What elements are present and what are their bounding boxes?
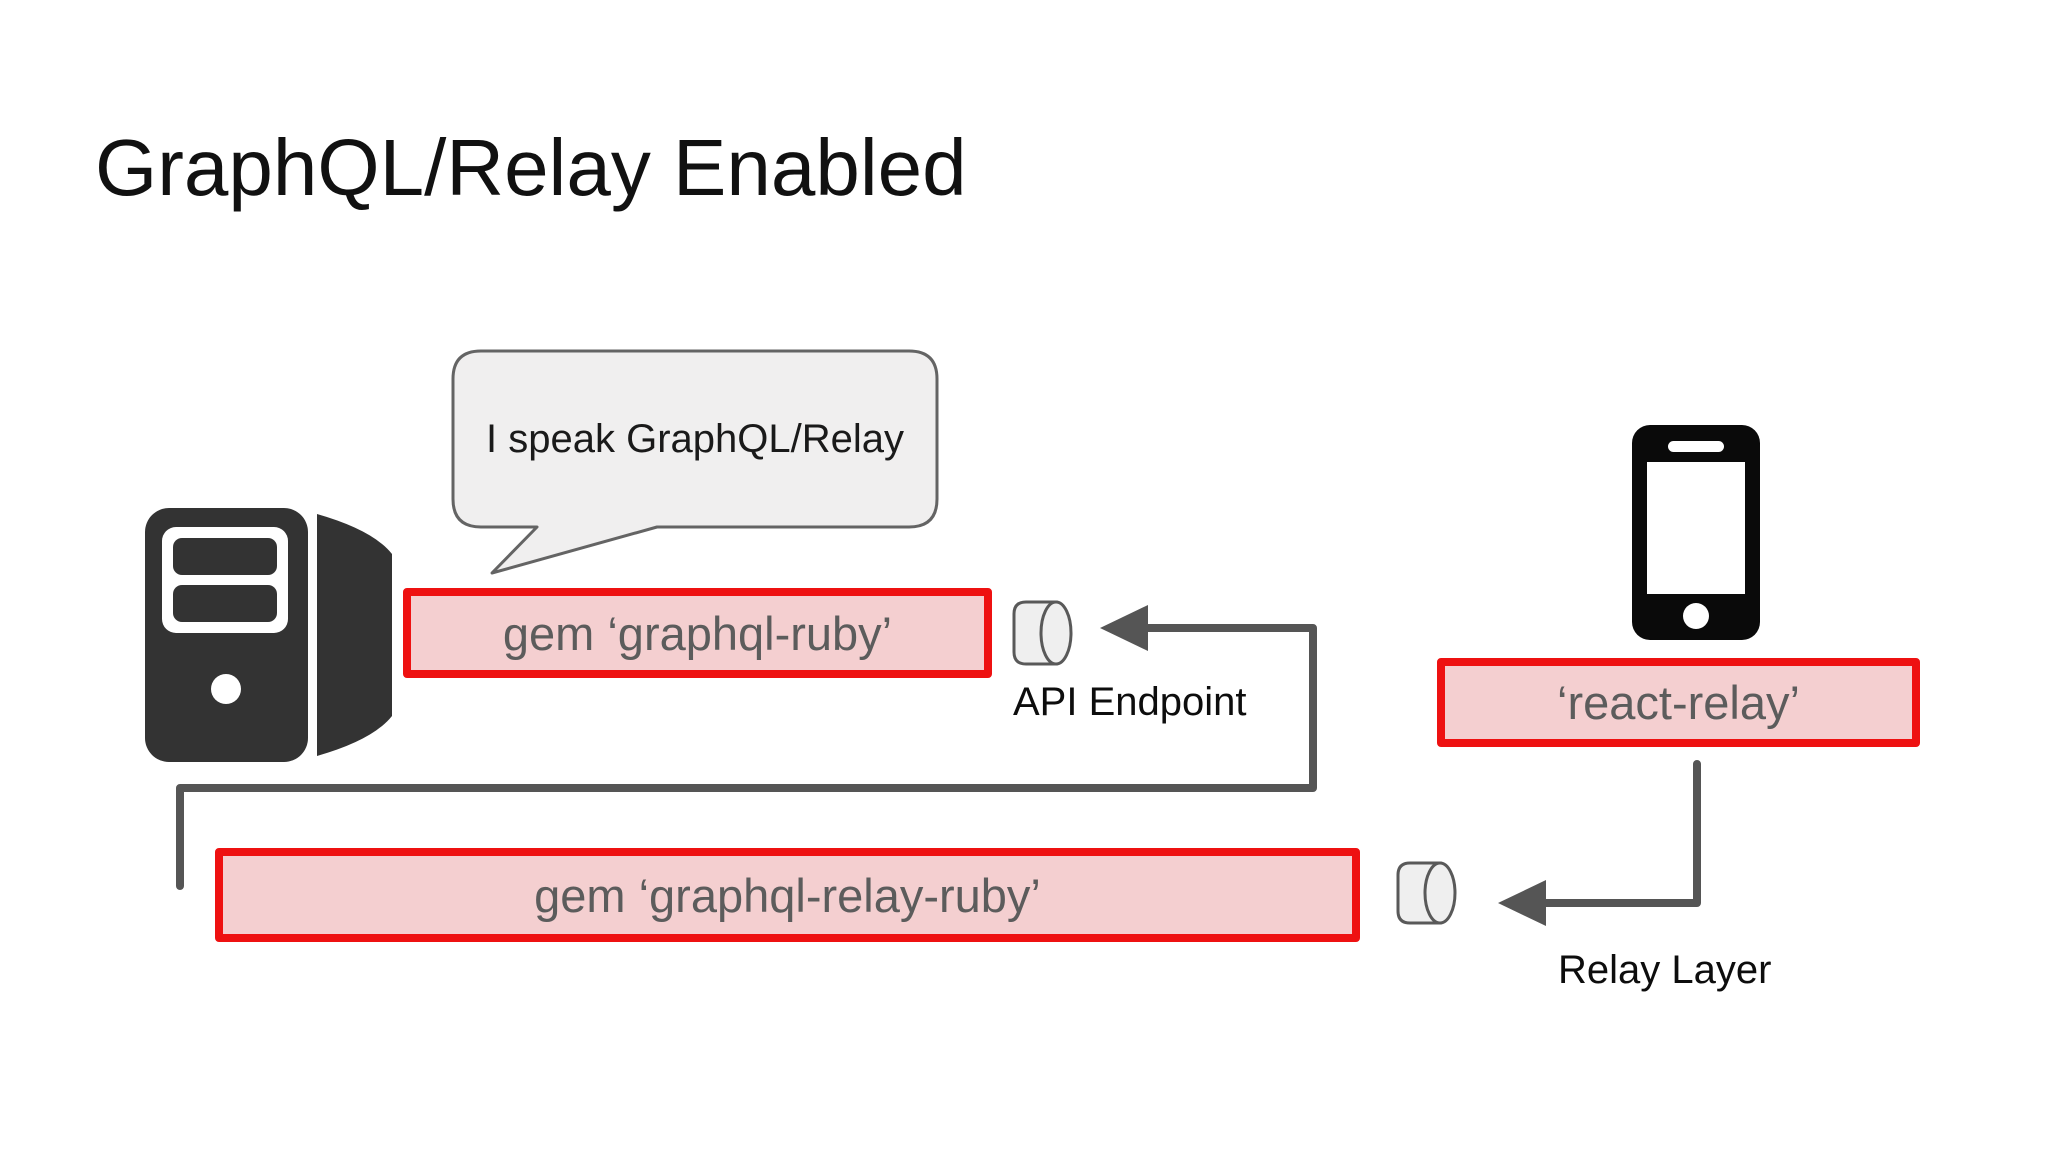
box-gem-graphql-ruby: gem ‘graphql-ruby’ xyxy=(403,588,992,678)
box-react-relay: ‘react-relay’ xyxy=(1437,658,1920,747)
box-gem-graphql-relay-ruby: gem ‘graphql-relay-ruby’ xyxy=(215,848,1360,942)
database-cylinder-icon xyxy=(1396,861,1457,925)
database-cylinder-icon xyxy=(1012,600,1073,666)
box-gem-graphql-relay-ruby-label: gem ‘graphql-relay-ruby’ xyxy=(534,868,1041,922)
smartphone-icon xyxy=(1632,425,1760,640)
arrowhead-relay-layer xyxy=(1498,880,1546,926)
speech-bubble-text: I speak GraphQL/Relay xyxy=(486,416,904,461)
box-react-relay-label: ‘react-relay’ xyxy=(1557,676,1800,729)
connector-to-relay-layer xyxy=(1498,760,1701,926)
relay-layer-label: Relay Layer xyxy=(1558,948,1772,992)
arrowhead-api-endpoint xyxy=(1100,605,1148,651)
slide-title: GraphQL/Relay Enabled xyxy=(95,123,967,212)
box-gem-graphql-ruby-label: gem ‘graphql-ruby’ xyxy=(502,606,893,660)
server-tower-icon xyxy=(145,508,392,762)
api-endpoint-label: API Endpoint xyxy=(1013,680,1247,724)
